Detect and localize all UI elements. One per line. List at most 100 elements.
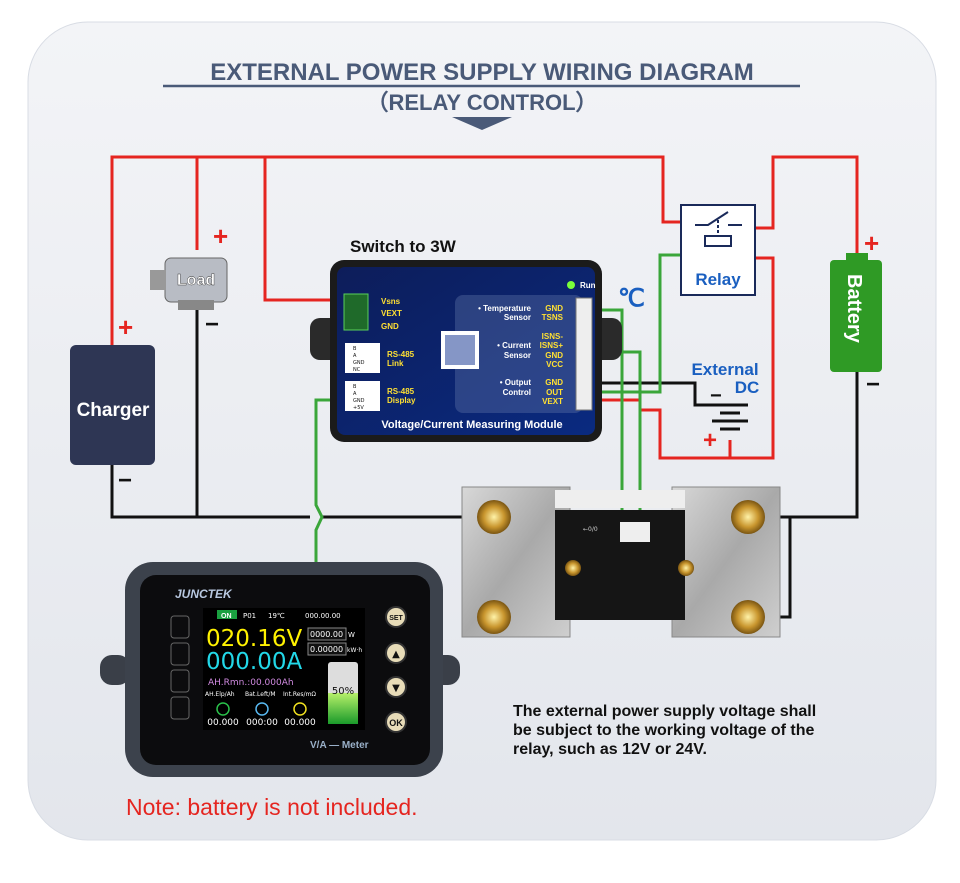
charger-minus: − bbox=[118, 467, 132, 494]
pin-label: OUT bbox=[546, 388, 563, 397]
energy-unit: kW·h bbox=[347, 647, 362, 654]
pin-vsns: Vsns bbox=[381, 297, 401, 306]
run-led-icon bbox=[567, 281, 575, 289]
link-pin: NC bbox=[353, 367, 361, 373]
rs485-link-label: RS-485 bbox=[387, 350, 415, 359]
energy-readout: 0.00000 bbox=[310, 645, 343, 654]
down-button[interactable]: ▼ bbox=[385, 676, 407, 698]
display-pin: GND bbox=[353, 398, 365, 404]
external-dc-label-2: DC bbox=[735, 378, 760, 397]
current-sensor-label: • Current bbox=[497, 341, 531, 350]
pin-gnd: GND bbox=[381, 322, 399, 331]
pin-label: TSNS bbox=[542, 313, 564, 322]
set-button[interactable]: SET bbox=[385, 606, 407, 628]
terminal-block-right bbox=[575, 297, 593, 411]
up-icon: ▲ bbox=[392, 649, 400, 660]
external-dc-label: External bbox=[691, 360, 758, 379]
shunt-bolt bbox=[731, 500, 765, 534]
status-program: P01 bbox=[243, 612, 256, 620]
dc-minus: − bbox=[710, 385, 722, 407]
battery-gauge-fill bbox=[328, 693, 358, 724]
down-arrow-icon bbox=[452, 117, 512, 130]
voltage-readout: 020.16V bbox=[206, 626, 302, 652]
battery-note: Note: battery is not included. bbox=[126, 794, 418, 820]
output-control-label-2: Control bbox=[503, 388, 531, 397]
load-label: Load bbox=[177, 272, 215, 289]
load-minus: − bbox=[205, 311, 219, 338]
temp-sensor-label: • Temperature bbox=[478, 304, 531, 313]
col-head: AH.Elp/Ah bbox=[205, 691, 235, 698]
shunt-connector bbox=[620, 522, 650, 542]
pin-label: GND bbox=[545, 351, 563, 360]
shunt-label: ←0/0 bbox=[583, 526, 598, 533]
dc-source-icon bbox=[712, 403, 748, 431]
pin-label: GND bbox=[545, 378, 563, 387]
up-button[interactable]: ▲ bbox=[385, 642, 407, 664]
ok-label: OK bbox=[389, 718, 403, 728]
pin-label: VCC bbox=[546, 360, 563, 369]
status-on: ON bbox=[221, 613, 232, 620]
load-motor: Load bbox=[150, 257, 228, 310]
shunt-bolt bbox=[731, 600, 765, 634]
load-plus: + bbox=[213, 221, 228, 251]
link-pin: GND bbox=[353, 360, 365, 366]
voltage-note-2: be subject to the working voltage of the bbox=[513, 722, 814, 739]
set-label: SET bbox=[389, 615, 403, 622]
output-control-label: • Output bbox=[500, 378, 532, 387]
celsius-icon: ℃ bbox=[618, 285, 645, 312]
red-wires bbox=[110, 155, 859, 460]
pin-label: ISNS+ bbox=[540, 341, 564, 350]
diagram-subtitle: （RELAY CONTROL） bbox=[366, 90, 597, 115]
link-pin: B bbox=[353, 346, 357, 352]
rs485-display-port bbox=[345, 381, 380, 411]
rs485-display-label-2: Display bbox=[387, 396, 416, 405]
status-temp: 19℃ bbox=[268, 612, 285, 620]
display-pin: A bbox=[353, 391, 357, 397]
va-meter: JUNCTEK ON P01 19℃ 000.00.00 020.16V 000… bbox=[100, 562, 460, 777]
charger-plus: + bbox=[118, 312, 133, 342]
pin-label: VEXT bbox=[542, 397, 563, 406]
battery-label: Battery bbox=[843, 274, 865, 344]
col-value: 00.000 bbox=[207, 718, 239, 728]
col-value: 00.000 bbox=[284, 718, 316, 728]
shunt-bolt bbox=[477, 500, 511, 534]
relay-label: Relay bbox=[695, 270, 741, 289]
pin-vext: VEXT bbox=[381, 309, 402, 318]
current-sensor-label-2: Sensor bbox=[504, 351, 531, 360]
diagram-title: EXTERNAL POWER SUPPLY WIRING DIAGRAM bbox=[210, 59, 754, 86]
module-name: Voltage/Current Measuring Module bbox=[381, 419, 562, 431]
display-pin: B bbox=[353, 384, 357, 390]
battery-minus: − bbox=[866, 371, 880, 398]
measuring-module: Run Vsns VEXT GND RS-485 Link RS-485 Dis… bbox=[310, 260, 622, 442]
shunt: ←0/0 bbox=[461, 486, 781, 638]
ok-button[interactable]: OK bbox=[385, 711, 407, 733]
shunt-bolt bbox=[477, 600, 511, 634]
battery-percent: 50% bbox=[332, 686, 354, 697]
power-unit: W bbox=[348, 631, 355, 639]
relay-switch-icon bbox=[695, 211, 742, 247]
voltage-note-3: relay, such as 12V or 24V. bbox=[513, 741, 707, 758]
temp-sensor-label-2: Sensor bbox=[504, 313, 531, 322]
pin-label: ISNS- bbox=[542, 332, 564, 341]
rs485-link-label-2: Link bbox=[387, 359, 404, 368]
rs485-display-label: RS-485 bbox=[387, 387, 415, 396]
link-pin: A bbox=[353, 353, 357, 359]
dc-plus: + bbox=[703, 427, 717, 454]
charger bbox=[70, 345, 155, 465]
lightning-icon bbox=[216, 702, 230, 716]
qr-code-icon bbox=[445, 335, 475, 365]
meter-footer: V/A — Meter bbox=[310, 740, 369, 751]
battery-plus: + bbox=[864, 228, 879, 258]
power-readout: 0000.00 bbox=[310, 630, 343, 639]
battery-terminal bbox=[846, 253, 868, 261]
run-label: Run bbox=[580, 281, 596, 290]
switch-label: Switch to 3W bbox=[350, 237, 457, 256]
pin-label: GND bbox=[545, 304, 563, 313]
voltage-note-1: The external power supply voltage shall bbox=[513, 703, 816, 720]
meter-brand: JUNCTEK bbox=[175, 587, 233, 601]
current-readout: 000.00A bbox=[206, 649, 302, 675]
rs485-link-port bbox=[345, 343, 380, 373]
col-value: 000:00 bbox=[246, 718, 278, 728]
status-time: 000.00.00 bbox=[305, 612, 341, 620]
